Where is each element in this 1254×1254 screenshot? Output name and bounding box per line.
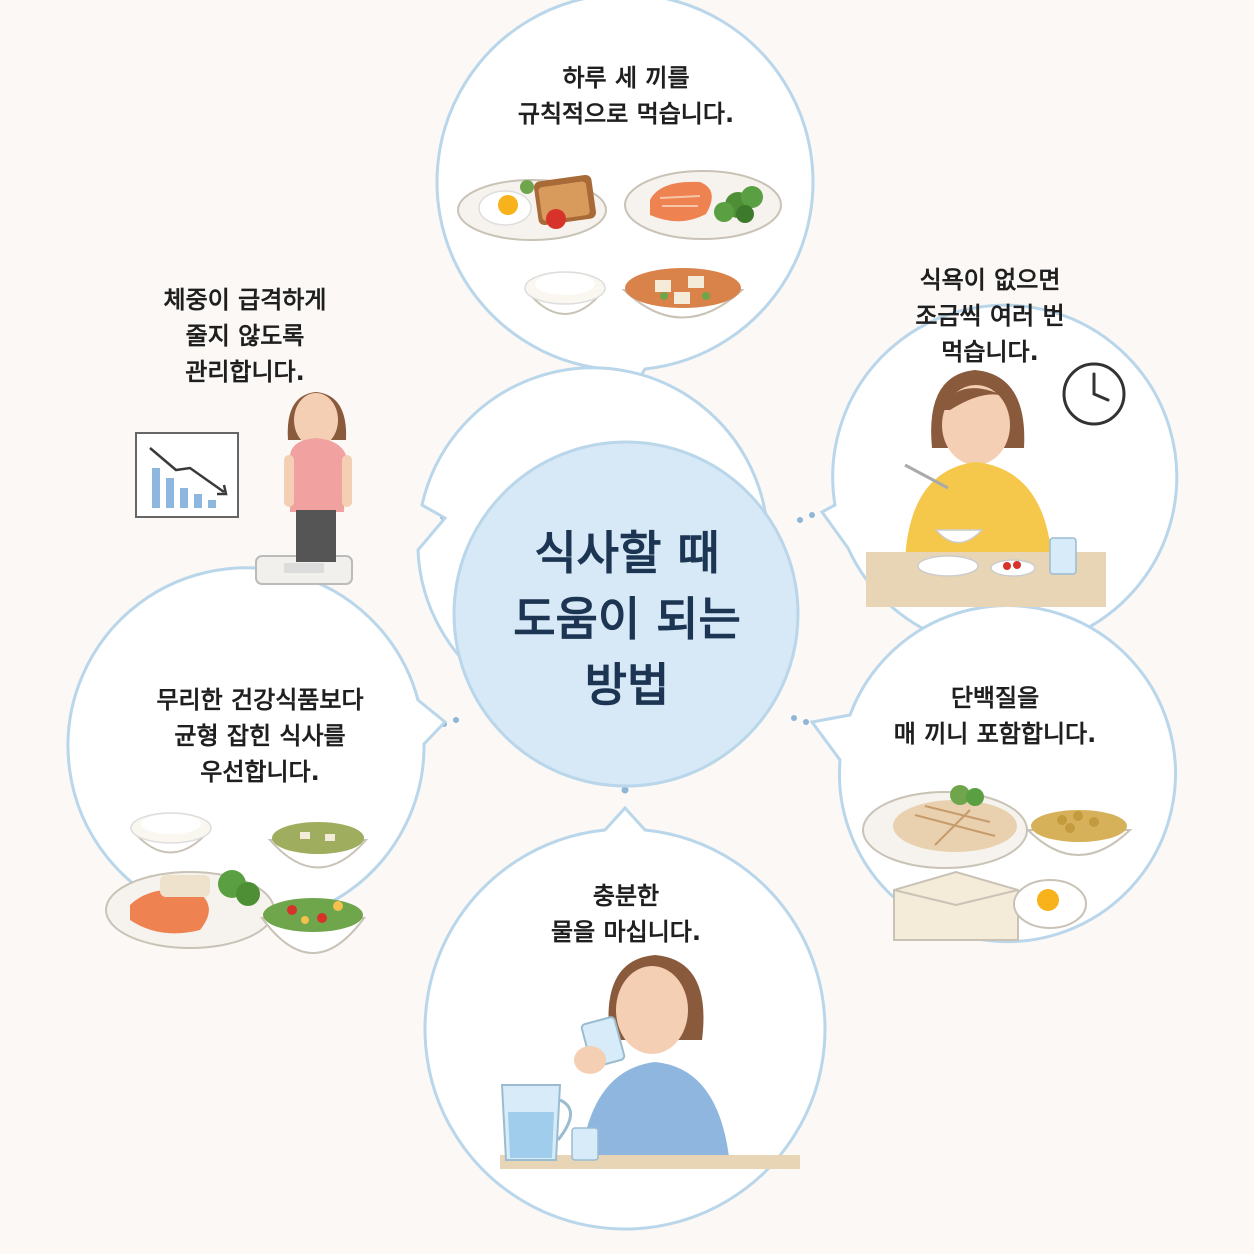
tip-protein-text: 단백질을 매 끼니 포함합니다.	[893, 684, 1097, 748]
tip-water-text: 충분한 물을 마십니다.	[551, 882, 701, 946]
tip-small-frequent-text: 식욕이 없으면 조금씩 여러 번 먹습니다.	[915, 266, 1065, 366]
balanced-meal-illustration	[105, 812, 369, 954]
tip-weight-text: 체중이 급격하게 줄지 않도록 관리합니다.	[163, 286, 327, 386]
tip-regular-meals-text: 하루 세 끼를 규칙적으로 먹습니다.	[517, 64, 735, 128]
center-title: 식사할 때 도움이 되는 방법	[513, 526, 741, 712]
drinking-woman-illustration	[500, 955, 800, 1169]
tip-balanced-text: 무리한 건강식품보다 균형 잡힌 식사를 우선합니다.	[156, 686, 364, 786]
center-circle	[452, 440, 800, 788]
meal-plates-illustration	[457, 170, 782, 319]
eating-woman-illustration	[866, 362, 1126, 607]
weight-management-illustration	[135, 392, 353, 585]
protein-foods-illustration	[862, 785, 1133, 941]
